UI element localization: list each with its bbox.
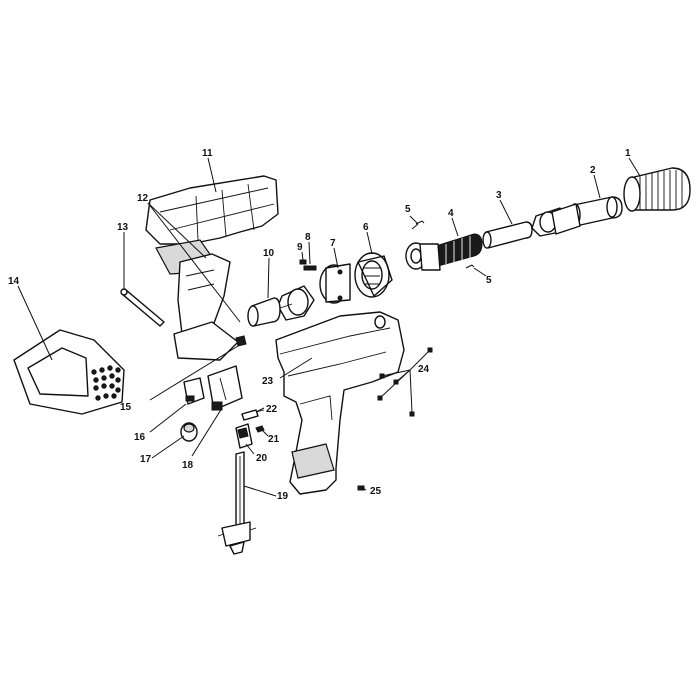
part-label-11: 11 [202, 148, 213, 159]
part-label-7: 7 [330, 238, 336, 249]
leader-1 [628, 157, 641, 177]
leader-5a [409, 215, 419, 225]
part-15-clip [235, 335, 247, 347]
part-25-screw [357, 485, 365, 491]
leader-16 [149, 403, 187, 433]
part-17-knob [180, 422, 198, 442]
part-13-pin [120, 288, 165, 327]
grille-holes [91, 365, 121, 401]
part-23-main-housing [275, 311, 405, 495]
part-label-4: 4 [448, 208, 454, 219]
part-18-switch [207, 365, 243, 411]
leader-14 [17, 285, 53, 361]
part-label-24: 24 [418, 364, 430, 375]
leader-24b [381, 369, 411, 377]
part-label-8: 8 [305, 232, 311, 243]
part-label-2: 2 [590, 165, 596, 176]
leader-5b [473, 267, 487, 277]
part-3-inner-tube [482, 221, 533, 249]
part-label-21: 21 [268, 434, 280, 445]
part-5-screws [411, 220, 475, 269]
leader-25 [361, 487, 367, 491]
leader-6 [366, 231, 373, 255]
part-7-motor [319, 263, 351, 304]
leader-12b [147, 202, 241, 323]
part-label-1: 1 [625, 148, 631, 159]
part-label-3: 3 [496, 190, 502, 201]
part-label-5a: 5 [405, 204, 411, 215]
leader-23 [279, 357, 313, 379]
part-14-rear-grille [13, 329, 125, 415]
part-labels: 1 2 3 4 5 5 6 7 8 9 10 11 12 13 14 15 16… [8, 148, 631, 502]
part-20-cord-guard [235, 423, 253, 449]
part-label-20: 20 [256, 453, 268, 464]
leader-8 [308, 241, 311, 265]
part-1-nozzle-cap [623, 167, 691, 212]
part-label-22: 22 [266, 404, 278, 415]
leader-24e [409, 369, 413, 413]
leader-7 [333, 247, 339, 269]
part-label-9: 9 [297, 242, 303, 253]
leader-19 [243, 485, 277, 497]
leader-3 [499, 199, 513, 225]
leader-15 [149, 345, 239, 401]
part-label-25: 25 [370, 486, 382, 497]
leader-lines [17, 157, 641, 497]
part-label-15: 15 [120, 402, 132, 413]
leader-18 [191, 407, 223, 457]
leader-24a [409, 349, 431, 371]
leader-21 [261, 429, 269, 437]
part-label-12: 12 [137, 193, 149, 204]
leader-22 [255, 407, 265, 413]
part-label-5b: 5 [486, 275, 492, 286]
part-label-10: 10 [263, 248, 275, 259]
part-10-fan [247, 285, 315, 327]
leader-20 [245, 443, 255, 455]
part-label-14: 14 [8, 276, 20, 287]
part-label-18: 18 [182, 460, 194, 471]
leader-17 [151, 435, 185, 459]
leader-2 [593, 174, 601, 199]
part-16-switch-button [183, 377, 205, 405]
part-label-23: 23 [262, 376, 274, 387]
part-4-heating-element [405, 233, 483, 271]
part-8-9-screws [299, 259, 317, 271]
part-label-17: 17 [140, 454, 152, 465]
part-label-13: 13 [117, 222, 129, 233]
part-label-6: 6 [363, 222, 369, 233]
part-6-fan-housing [354, 252, 393, 298]
part-label-16: 16 [134, 432, 146, 443]
part-2-outer-tube [531, 196, 623, 237]
part-label-19: 19 [277, 491, 289, 502]
part-19-power-cord [217, 451, 257, 555]
leader-4 [451, 217, 459, 237]
leader-24d [379, 369, 411, 399]
leader-11 [207, 157, 217, 193]
part-22-resistor [241, 409, 265, 421]
leader-9 [301, 251, 304, 261]
leader-10 [267, 257, 270, 299]
leader-12 [147, 202, 207, 259]
